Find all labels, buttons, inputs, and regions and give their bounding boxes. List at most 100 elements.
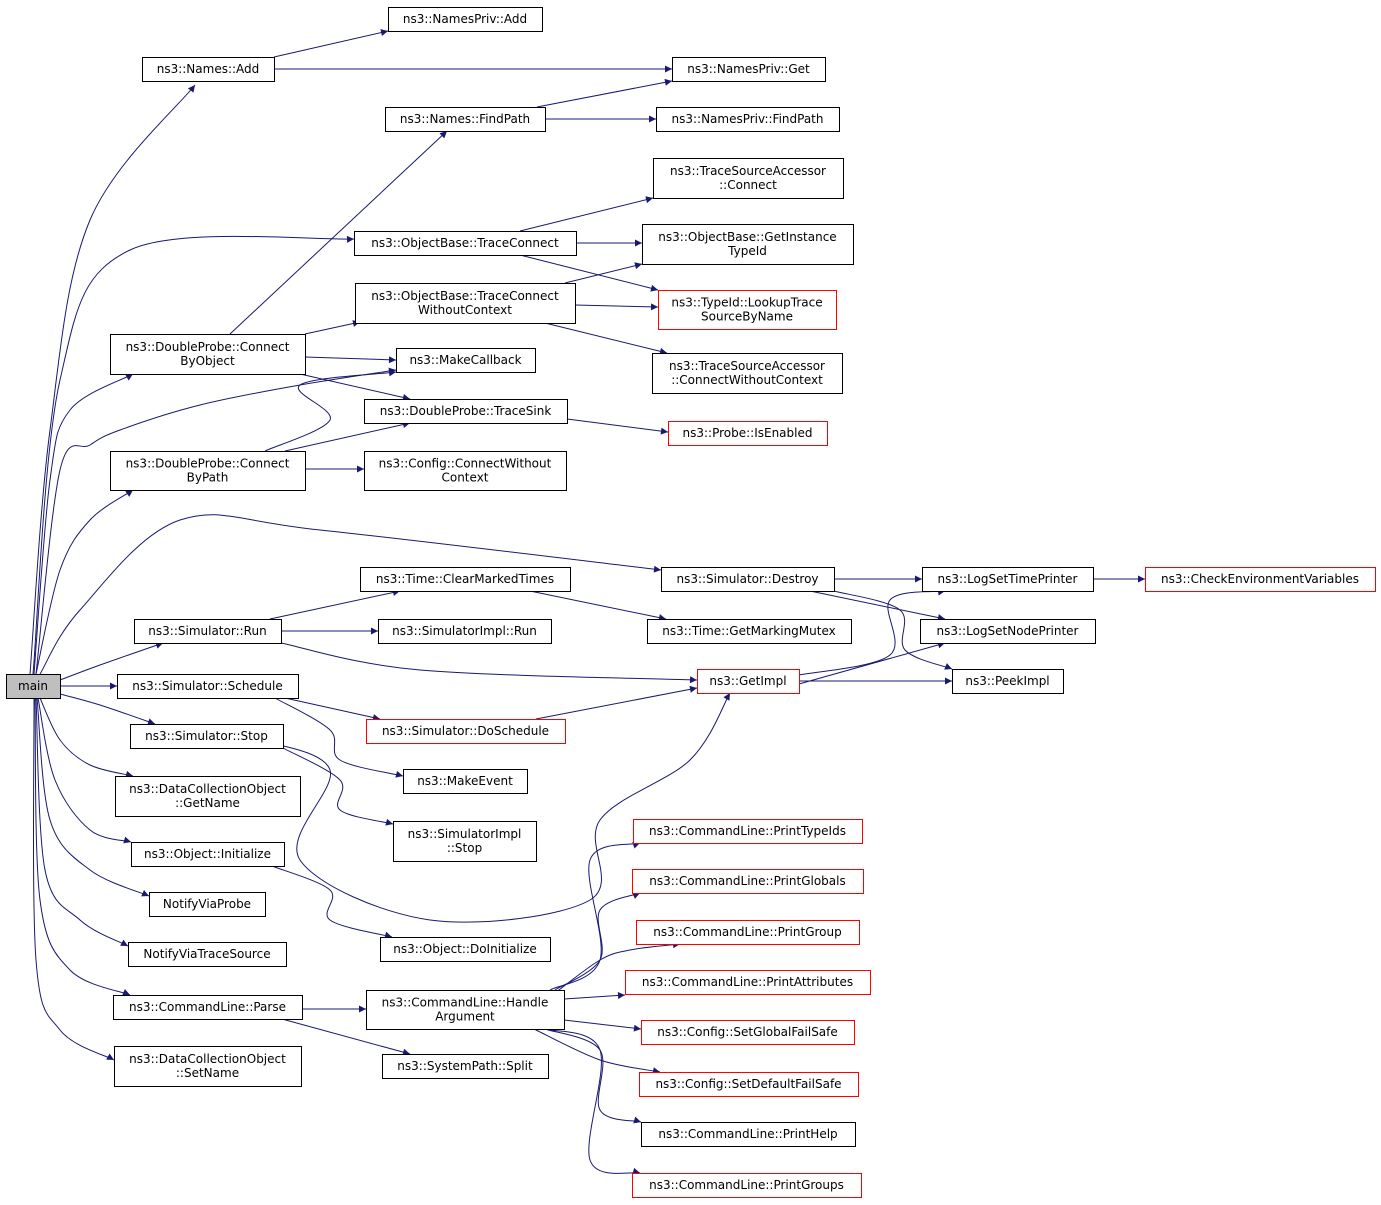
node-box [658,290,837,330]
node-label: ns3::ObjectBase::GetInstance [658,230,836,244]
edge-cl_handleargument-to-cl_printattributes [563,991,626,1000]
node-label: ns3::Simulator::Schedule [132,679,283,693]
node-label: ns3::CheckEnvironmentVariables [1161,572,1359,586]
node-box [113,995,303,1020]
edge-main-to-obj_initialize [37,697,132,844]
node-label: ns3::ObjectBase::TraceConnect [371,289,559,303]
node-notifyviaprobe[interactable]: NotifyViaProbe [149,892,266,917]
edge-dp_connectbyobject-to-names_findpath [229,130,448,335]
node-box [636,920,860,945]
node-main[interactable]: main [6,674,61,699]
node-box [366,990,565,1030]
node-names-add[interactable]: ns3::Names::Add [142,57,275,82]
node-sim-destroy[interactable]: ns3::Simulator::Destroy [661,567,835,592]
node-logsettimeprinter[interactable]: ns3::LogSetTimePrinter [922,567,1094,592]
edge-sim_destroy-to-peekimpl [833,590,953,670]
node-box [396,348,536,373]
node-dco-setname[interactable]: ns3::DataCollectionObject::SetName [114,1046,302,1087]
node-dco-getname[interactable]: ns3::DataCollectionObject::GetName [115,776,301,817]
node-label: ByObject [180,354,235,368]
node-label: ns3::CommandLine::PrintGroup [653,925,841,939]
node-makecallback[interactable]: ns3::MakeCallback [396,348,536,373]
edge-main-to-sim_destroy [39,514,662,675]
edge-cl_handleargument-to-cl_printglobals [554,892,641,991]
edge-obj_initialize-to-obj_doinitialize [271,865,393,939]
node-box [653,158,844,199]
node-box [633,819,863,844]
node-label: TypeId [727,244,767,258]
node-box [134,619,282,644]
node-dp-tracesink[interactable]: ns3::DoubleProbe::TraceSink [364,399,568,424]
edge-main-to-notifyviaprobe [36,697,150,897]
node-label: ns3::Simulator::Stop [145,729,268,743]
node-checkenv[interactable]: ns3::CheckEnvironmentVariables [1145,567,1376,592]
node-logsetnodeprinter[interactable]: ns3::LogSetNodePrinter [920,619,1096,644]
node-config-connectwc[interactable]: ns3::Config::ConnectWithoutContext [364,451,567,491]
node-label: ::Connect [719,178,777,192]
node-tsa-connectwc[interactable]: ns3::TraceSourceAccessor::ConnectWithout… [652,353,843,394]
node-label: ns3::Object::DoInitialize [393,942,537,956]
node-namespriv-findpath[interactable]: ns3::NamesPriv::FindPath [656,107,840,132]
node-sim-run[interactable]: ns3::Simulator::Run [134,619,282,644]
node-obj-doinitialize[interactable]: ns3::Object::DoInitialize [380,937,551,962]
node-label: ns3::CommandLine::PrintHelp [658,1127,837,1141]
node-tsa-connect[interactable]: ns3::TraceSourceAccessor::Connect [653,158,844,199]
node-time-clearmarked[interactable]: ns3::Time::ClearMarkedTimes [360,567,571,592]
node-box [130,724,284,749]
node-sim-stop[interactable]: ns3::Simulator::Stop [130,724,284,749]
node-namespriv-get[interactable]: ns3::NamesPriv::Get [672,57,826,82]
node-label: ns3::TypeId::LookupTrace [671,296,822,310]
node-time-getmarkingmutex[interactable]: ns3::Time::GetMarkingMutex [647,619,852,644]
node-cl-printgroup[interactable]: ns3::CommandLine::PrintGroup [636,920,860,945]
node-sim-doschedule[interactable]: ns3::Simulator::DoSchedule [366,719,566,744]
node-simimpl-run[interactable]: ns3::SimulatorImpl::Run [378,619,552,644]
node-box [128,942,287,967]
node-label: ns3::NamesPriv::Add [403,12,527,26]
node-label: ns3::Time::GetMarkingMutex [662,624,836,638]
node-cl-printtypeids[interactable]: ns3::CommandLine::PrintTypeIds [633,819,863,844]
node-cl-printglobals[interactable]: ns3::CommandLine::PrintGlobals [632,869,864,894]
node-namespriv-add[interactable]: ns3::NamesPriv::Add [388,7,543,32]
node-peekimpl[interactable]: ns3::PeekImpl [952,669,1064,694]
node-getimpl[interactable]: ns3::GetImpl [697,669,800,694]
node-box [142,57,275,82]
node-label: ::ConnectWithoutContext [671,373,823,387]
node-label: ns3::DoubleProbe::TraceSink [380,404,552,418]
edge-getimpl-to-logsettimeprinter [798,588,946,676]
node-cl-printgroups[interactable]: ns3::CommandLine::PrintGroups [632,1173,862,1198]
node-simimpl-stop[interactable]: ns3::SimulatorImpl::Stop [393,821,537,862]
node-box [366,719,566,744]
node-box [382,1054,549,1079]
node-box [632,1173,862,1198]
node-sim-schedule[interactable]: ns3::Simulator::Schedule [117,674,299,699]
node-box [131,842,285,867]
node-cl-parse[interactable]: ns3::CommandLine::Parse [113,995,303,1020]
node-notifyviatracesource[interactable]: NotifyViaTraceSource [128,942,287,967]
edge-cl_handleargument-to-config_setdefaultfailsafe [533,1028,661,1075]
node-box [360,567,571,592]
node-obj-initialize[interactable]: ns3::Object::Initialize [131,842,285,867]
node-cl-printattributes[interactable]: ns3::CommandLine::PrintAttributes [625,970,871,995]
edge-dp_connectbyobject-to-makecallback [304,356,397,364]
node-label: ns3::Names::Add [157,62,260,76]
node-systempath-split[interactable]: ns3::SystemPath::Split [382,1054,549,1079]
node-probe-isenabled[interactable]: ns3::Probe::IsEnabled [668,421,828,446]
edge-sim_stop-to-getimpl [259,692,731,923]
edge-main-to-dp_connectbypath [35,489,134,675]
node-ob-traceconnectwc[interactable]: ns3::ObjectBase::TraceConnectWithoutCont… [355,283,576,324]
edge-sim_schedule-to-sim_doschedule [284,697,381,721]
node-config-setglobalfailsafe[interactable]: ns3::Config::SetGlobalFailSafe [641,1020,855,1045]
node-ob-traceconnect[interactable]: ns3::ObjectBase::TraceConnect [354,231,577,256]
node-names-findpath[interactable]: ns3::Names::FindPath [385,107,546,132]
node-makeevent[interactable]: ns3::MakeEvent [403,769,528,794]
node-box [393,821,537,862]
node-cl-printhelp[interactable]: ns3::CommandLine::PrintHelp [641,1122,856,1147]
node-config-setdefaultfailsafe[interactable]: ns3::Config::SetDefaultFailSafe [639,1072,859,1097]
node-label: ns3::NamesPriv::FindPath [671,112,823,126]
